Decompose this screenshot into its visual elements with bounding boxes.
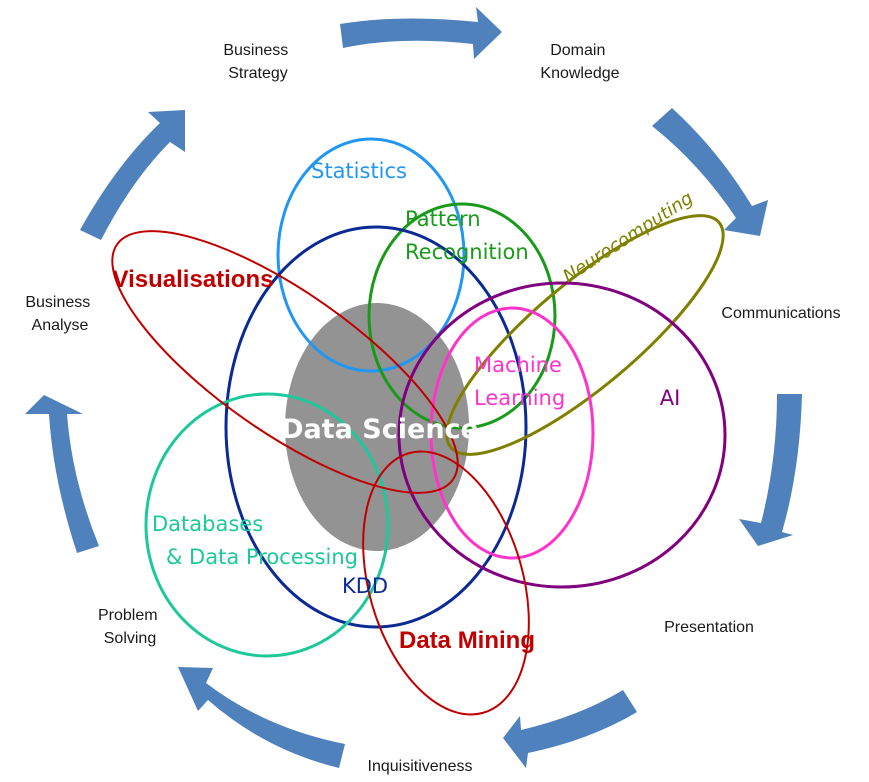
statistics-ellipse	[276, 137, 466, 373]
inquisitiveness-line-1: Inquisitiveness	[368, 758, 473, 775]
arrow-bottom-left-icon	[178, 667, 345, 768]
databases-line-2: & Data Processing	[166, 545, 358, 569]
arrow-top-icon	[340, 7, 502, 59]
domain-knowledge-line-2: Knowledge	[540, 65, 619, 82]
pattern-recognition-line-2: Recognition	[405, 240, 529, 264]
business-strategy-label: Business Strategy	[223, 42, 292, 82]
machine-learning-ellipse	[429, 306, 595, 560]
data-mining-ellipse	[362, 450, 530, 716]
arrow-top-right-icon	[652, 108, 768, 236]
machine-learning-label: Machine Learning	[474, 353, 569, 410]
visualisations-ellipse	[111, 230, 459, 494]
arrow-top-left-icon	[80, 110, 185, 240]
kdd-ellipse	[224, 225, 528, 629]
data-science-core	[285, 303, 469, 551]
ai-ellipse	[397, 281, 727, 589]
machine-learning-line-1: Machine	[474, 353, 562, 377]
business-strategy-line-1: Business	[223, 42, 288, 59]
kdd-label: KDD	[342, 574, 388, 598]
databases-label: Databases & Data Processing	[152, 512, 358, 569]
field-ellipses	[111, 137, 727, 716]
data-mining-label: Data Mining	[399, 627, 535, 654]
data-science-label: Data Science	[281, 414, 479, 445]
communications-line-1: Communications	[721, 305, 840, 322]
presentation-label: Presentation	[664, 619, 754, 636]
arrow-bottom-right-icon	[503, 690, 637, 768]
neurocomputing-ellipse	[445, 214, 725, 456]
ai-label: AI	[660, 386, 681, 410]
business-analyse-line-1: Business	[25, 294, 90, 311]
databases-ellipse	[144, 392, 390, 658]
problem-solving-line-1: Problem	[98, 607, 158, 624]
pattern-recognition-ellipse	[367, 202, 557, 430]
pattern-recognition-label: Pattern Recognition	[405, 207, 529, 264]
neurocomputing-label: Neurocomputing	[559, 188, 697, 288]
domain-knowledge-label: Domain Knowledge	[540, 42, 619, 82]
domain-knowledge-line-1: Domain	[550, 42, 605, 59]
machine-learning-line-2: Learning	[474, 386, 565, 410]
business-analyse-line-2: Analyse	[32, 317, 89, 334]
business-analyse-label: Business Analyse	[25, 294, 94, 334]
arrow-right-icon	[739, 394, 802, 546]
communications-label: Communications	[721, 305, 840, 322]
presentation-line-1: Presentation	[664, 619, 754, 636]
statistics-label: Statistics	[311, 159, 407, 183]
visualisations-label: Visualisations	[113, 266, 274, 293]
business-strategy-line-2: Strategy	[228, 65, 288, 82]
inquisitiveness-label: Inquisitiveness	[368, 758, 473, 775]
problem-solving-line-2: Solving	[104, 630, 156, 647]
problem-solving-label: Problem Solving	[98, 607, 162, 647]
cycle-arrows	[25, 7, 802, 768]
databases-line-1: Databases	[152, 512, 263, 536]
arrow-left-icon	[25, 395, 99, 553]
pattern-recognition-line-1: Pattern	[405, 207, 481, 231]
